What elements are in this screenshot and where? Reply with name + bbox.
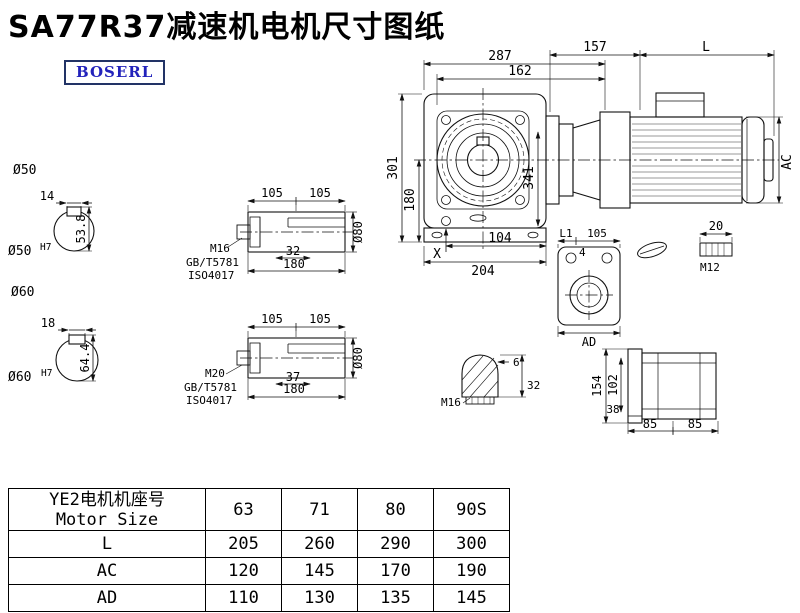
- shaft50-key-width: 14: [40, 189, 54, 203]
- cell-AD-63: 110: [205, 584, 282, 612]
- shaft50-bore-fit: H7: [40, 242, 51, 253]
- column-header-63: 63: [205, 488, 282, 531]
- shaft-a-side-view: [236, 211, 346, 253]
- dim-162: 162: [508, 64, 531, 79]
- cell-AC-80: 170: [357, 557, 434, 585]
- dim-301: 301: [386, 156, 401, 179]
- dim-180-vertical: 180: [403, 188, 418, 211]
- cell-L-90s: 300: [433, 530, 510, 558]
- shaft-a-thread-label: M16: [210, 242, 230, 255]
- shaft60-bore-label: Ø60: [8, 370, 31, 385]
- table-row-L: L 205 260 290 300: [8, 530, 510, 558]
- rear-dim-L1: L1: [559, 227, 572, 240]
- shaft60-key-height: 64.4: [78, 344, 92, 373]
- row-label-AD: AD: [8, 584, 206, 612]
- shaft-b-side-view: [236, 337, 346, 379]
- cell-L-80: 290: [357, 530, 434, 558]
- boserl-logo-text: BOSERL: [76, 63, 154, 81]
- shaft50-dia-label: Ø50: [13, 163, 36, 178]
- shaft-b-standard-1: GB/T5781: [184, 381, 237, 394]
- shaft-b-standard-2: ISO4017: [186, 394, 232, 407]
- shaft-b-thread-label: M20: [205, 367, 225, 380]
- table-row-AD: AD 110 130 135 145: [8, 584, 510, 612]
- column-header-90s: 90S: [433, 488, 510, 531]
- flange-dim-102: 102: [606, 374, 620, 396]
- shaft60-bore-fit: H7: [41, 368, 52, 379]
- flange-dim-85-2: 85: [688, 417, 702, 431]
- cell-AD-90s: 145: [433, 584, 510, 612]
- plug-thread-label: M16: [441, 396, 461, 409]
- plug-dim-6: 6: [513, 356, 520, 369]
- header-motor-size-en: Motor Size: [55, 509, 159, 530]
- header-motor-size: YE2电机机座号 Motor Size: [8, 488, 206, 531]
- column-header-71: 71: [281, 488, 358, 531]
- dimension-lines: [56, 52, 782, 435]
- dim-104: 104: [488, 231, 512, 246]
- dim-204: 204: [471, 264, 495, 279]
- technical-drawing: 287 162 157 L 301 180 341 X 104 204 AC Ø…: [8, 40, 795, 435]
- shaft-b-length: 180: [283, 382, 305, 396]
- table-row-AC: AC 120 145 170 190: [8, 557, 510, 585]
- rear-view: [557, 246, 621, 326]
- row-label-AC: AC: [8, 557, 206, 585]
- cell-AC-90s: 190: [433, 557, 510, 585]
- cell-AC-71: 145: [281, 557, 358, 585]
- motor-size-table: YE2电机机座号 Motor Size 63 71 80 90S L 205 2…: [8, 488, 510, 612]
- flange-dim-154: 154: [590, 375, 604, 397]
- pin-detail: [637, 241, 733, 259]
- shaft60-key-width: 18: [41, 316, 55, 330]
- shaft-a-dia: Ø80: [351, 221, 365, 243]
- cell-L-71: 260: [281, 530, 358, 558]
- dim-341: 341: [522, 166, 537, 189]
- shaft-a-standard-2: ISO4017: [188, 269, 234, 282]
- rear-dim-105: 105: [587, 227, 607, 240]
- dim-AC: AC: [780, 154, 795, 170]
- boserl-logo: BOSERL: [64, 60, 166, 85]
- row-label-L: L: [8, 530, 206, 558]
- dim-X: X: [433, 247, 441, 262]
- dim-L: L: [702, 40, 710, 55]
- shaft-a-dim-32: 32: [286, 244, 300, 258]
- flange-dim-38: 38: [606, 403, 619, 416]
- flange-side-view: [627, 348, 717, 424]
- shaft50-key-height: 53.8: [74, 215, 88, 244]
- cell-AD-71: 130: [281, 584, 358, 612]
- cell-AC-63: 120: [205, 557, 282, 585]
- page-title: SA77R37减速机电机尺寸图纸: [8, 10, 446, 45]
- shaft-b-dim-105-1: 105: [261, 312, 283, 326]
- cell-L-63: 205: [205, 530, 282, 558]
- pin-dim-20: 20: [709, 219, 723, 233]
- table-header-row: YE2电机机座号 Motor Size 63 71 80 90S: [8, 488, 510, 531]
- centerlines: [240, 88, 779, 359]
- shaft60-dia-label: Ø60: [11, 285, 34, 300]
- shaft-b-dim-105-2: 105: [309, 312, 331, 326]
- flange-dim-85-1: 85: [643, 417, 657, 431]
- shaft-a-standard-1: GB/T5781: [186, 256, 239, 269]
- shaft-b-dia: Ø80: [351, 347, 365, 369]
- header-motor-size-cn: YE2电机机座号: [49, 489, 165, 510]
- motor-fins: [632, 123, 741, 197]
- dim-287: 287: [488, 49, 511, 64]
- plug-dim-32: 32: [527, 379, 540, 392]
- shaft-a-length: 180: [283, 257, 305, 271]
- shaft-b-dim-37: 37: [286, 370, 300, 384]
- breather-plug-detail: [461, 354, 499, 405]
- pin-thread-label: M12: [700, 261, 720, 274]
- cell-AD-80: 135: [357, 584, 434, 612]
- dim-157: 157: [583, 40, 606, 55]
- shaft-a-dim-105-2: 105: [309, 186, 331, 200]
- rear-dim-4: 4: [579, 246, 586, 259]
- shaft-a-dim-105-1: 105: [261, 186, 283, 200]
- column-header-80: 80: [357, 488, 434, 531]
- shaft50-bore-label: Ø50: [8, 244, 31, 259]
- rear-dim-AD: AD: [582, 335, 596, 349]
